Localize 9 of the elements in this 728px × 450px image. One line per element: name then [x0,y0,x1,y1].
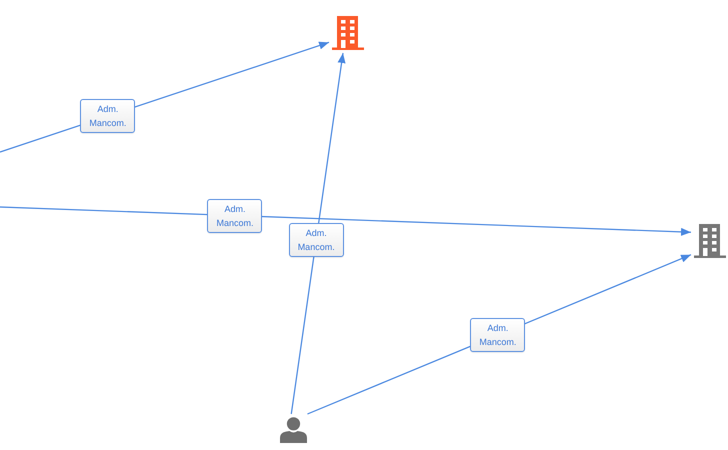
building-icon [332,16,364,50]
edge-label: Adm. Mancom. [80,99,136,134]
building-icon [694,224,726,258]
edge-label: Adm. Mancom. [288,223,344,258]
arrow [0,206,692,236]
edge-label: Adm. Mancom. [207,198,262,233]
edge-label: Adm. Mancom. [470,318,526,352]
person-icon [280,417,307,443]
arrow [290,52,346,414]
